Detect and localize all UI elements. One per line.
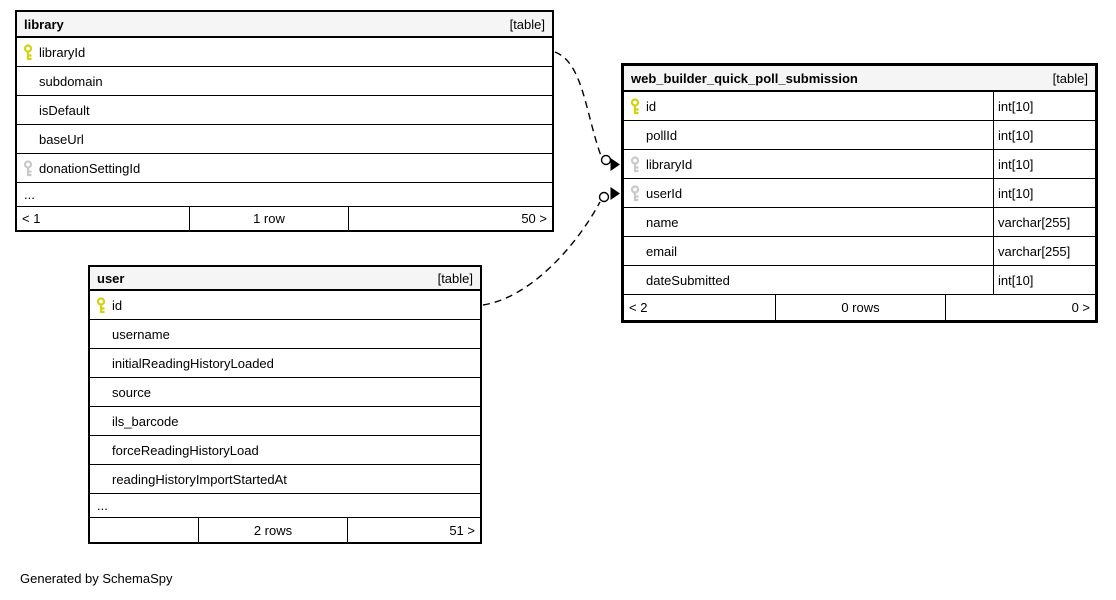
column-name: pollId [646,127,678,143]
parent-relations-count: < 1 [22,211,41,226]
column-name: readingHistoryImportStartedAt [112,471,287,487]
relationship-circle-end [598,191,610,203]
table-title: web_builder_quick_poll_submission [631,70,858,86]
column-row: isDefault [17,96,552,125]
child-relations-count: 50 > [348,207,552,230]
column-type: varchar[255] [993,237,1095,265]
column-name: source [112,384,152,400]
more-columns-ellipsis: ... [90,494,480,518]
column-row: donationSettingId [17,154,552,183]
parent-relations-count: < 2 [629,300,648,315]
column-name: isDefault [39,102,90,118]
row-count: 1 row [189,207,348,230]
table-type-badge: [table] [437,270,473,286]
column-row: dateSubmitted int[10] [624,266,1095,295]
table-web-builder-quick-poll-submission[interactable]: web_builder_quick_poll_submission [table… [621,63,1098,323]
column-type: int[10] [993,92,1095,120]
foreign-key-icon [624,155,646,173]
column-name: id [646,98,657,114]
table-footer: < 1 1 row 50 > [17,207,552,230]
more-columns-ellipsis: ... [17,183,552,207]
foreign-key-icon [17,159,39,177]
row-count: 2 rows [198,518,347,542]
column-name: ils_barcode [112,413,179,429]
column-row: pollId int[10] [624,121,1095,150]
column-row: username [90,320,480,349]
table-library[interactable]: library [table] libraryId subdomain isDe… [15,10,554,232]
relationship-line-library-libraryid [554,51,602,157]
table-title: user [97,270,125,286]
column-name: baseUrl [39,131,84,147]
column-type: int[10] [993,266,1095,294]
column-row: source [90,378,480,407]
foreign-key-icon [624,184,646,202]
primary-key-icon [17,43,39,61]
column-row: readingHistoryImportStartedAt [90,465,480,494]
table-footer: 2 rows 51 > [90,518,480,542]
column-row: baseUrl [17,125,552,154]
relationship-arrowhead [610,158,620,171]
primary-key-icon [624,97,646,115]
column-row: id int[10] [624,92,1095,121]
table-type-badge: [table] [509,16,545,32]
primary-key-icon [90,296,112,314]
column-name: forceReadingHistoryLoad [112,442,259,458]
column-name: libraryId [646,156,693,172]
table-user-header[interactable]: user [table] [90,267,480,291]
table-footer: < 2 0 rows 0 > [624,295,1095,320]
column-row: libraryId [17,38,552,67]
table-type-badge: [table] [1052,70,1088,86]
relationship-circle-end [600,154,612,166]
column-name: id [112,297,123,313]
column-row: libraryId int[10] [624,150,1095,179]
column-name: initialReadingHistoryLoaded [112,355,274,371]
column-row: ils_barcode [90,407,480,436]
column-row: userId int[10] [624,179,1095,208]
column-name: subdomain [39,73,103,89]
relationship-arrowhead [610,187,620,200]
column-name: dateSubmitted [646,272,730,288]
column-type: int[10] [993,121,1095,149]
table-user[interactable]: user [table] id username initialReadingH… [88,265,482,544]
column-name: userId [646,185,683,201]
table-header[interactable]: web_builder_quick_poll_submission [table… [624,66,1095,92]
column-type: int[10] [993,150,1095,178]
column-row: name varchar[255] [624,208,1095,237]
column-name: email [646,243,678,259]
column-row: initialReadingHistoryLoaded [90,349,480,378]
column-row: forceReadingHistoryLoad [90,436,480,465]
column-name: donationSettingId [39,160,141,176]
generated-by-note: Generated by SchemaSpy [20,571,173,586]
column-row: subdomain [17,67,552,96]
column-row: email varchar[255] [624,237,1095,266]
column-name: username [112,326,170,342]
child-relations-count: 0 > [945,295,1095,320]
column-name: libraryId [39,44,86,60]
parent-relations-count [90,518,198,542]
table-library-header[interactable]: library [table] [17,12,552,38]
column-row: id [90,291,480,320]
table-title: library [24,16,64,32]
column-name: name [646,214,679,230]
row-count: 0 rows [775,295,945,320]
column-type: varchar[255] [993,208,1095,236]
column-type: int[10] [993,179,1095,207]
child-relations-count: 51 > [347,518,480,542]
